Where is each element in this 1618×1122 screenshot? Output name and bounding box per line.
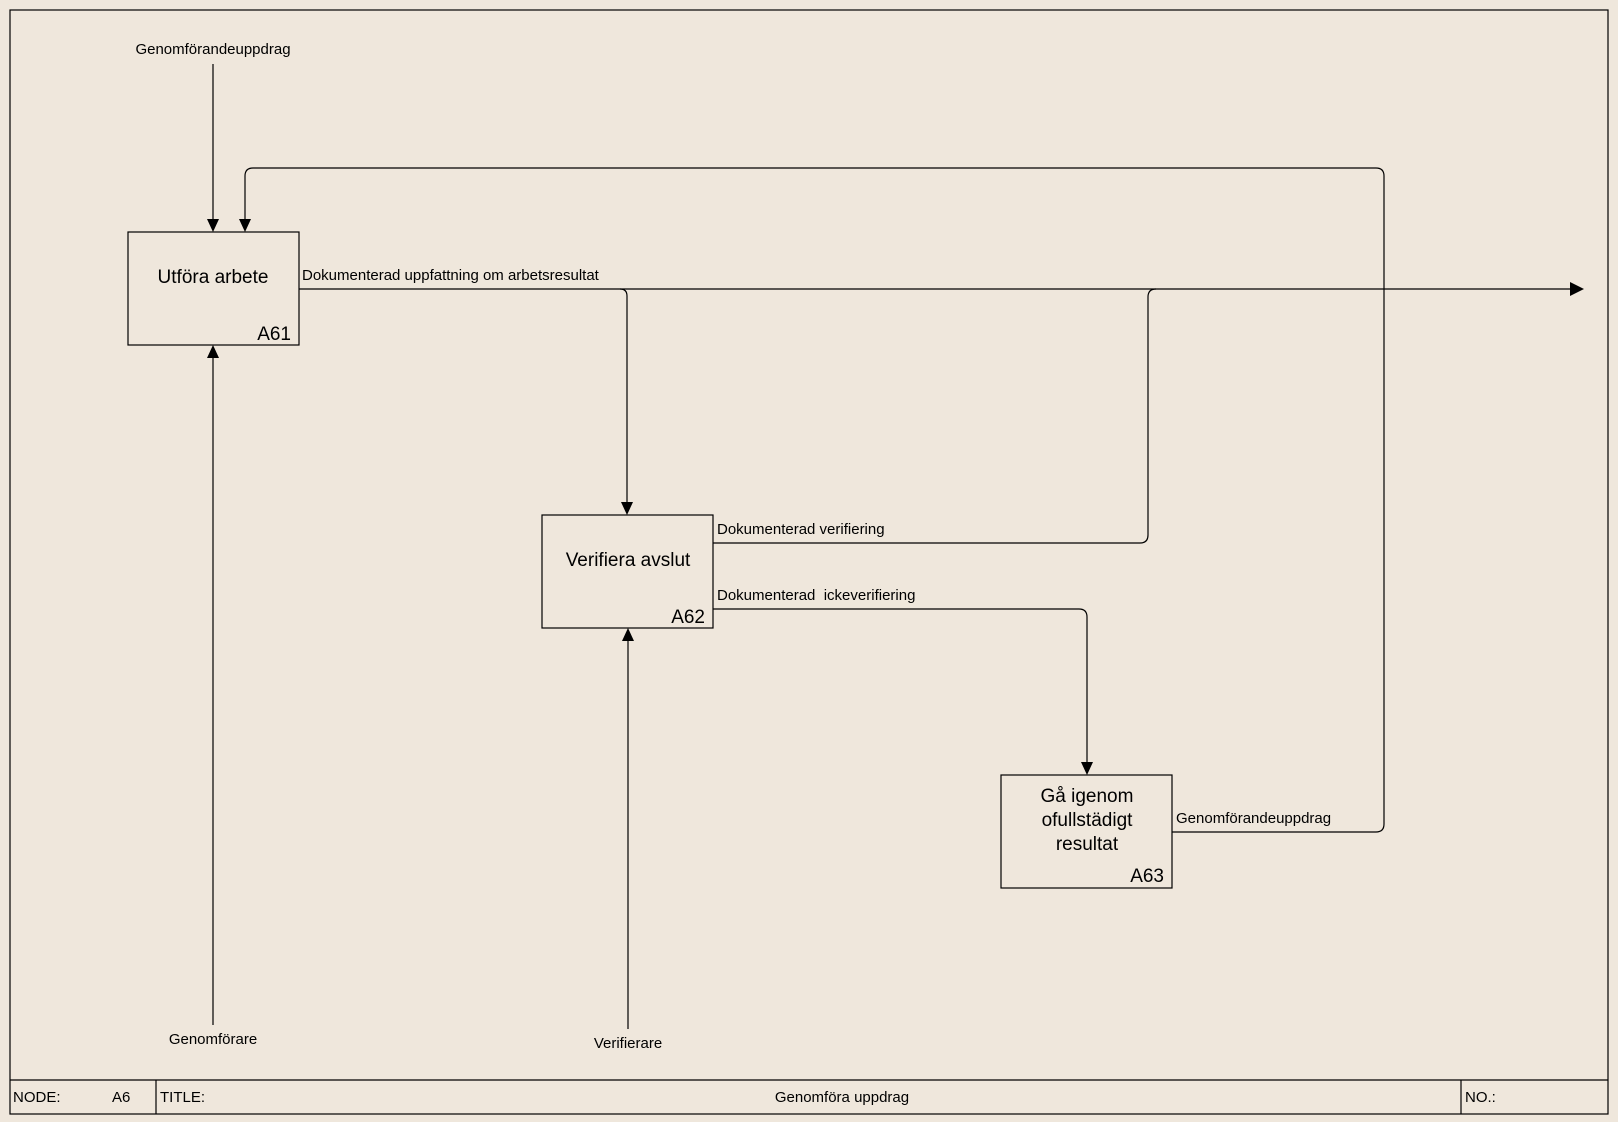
activity-box-a63-node: A63 [1130,866,1164,887]
arrow-output-a61-head [1570,282,1584,296]
arrow-mechanism-verifierare-label: Verifierare [594,1035,662,1052]
activity-box-a62-node: A62 [671,607,705,628]
activity-box-a63-title-line-3: resultat [1056,834,1119,855]
activity-box-a61[interactable]: Utföra arbete A61 [127,231,300,346]
arrow-output-a62-not-verified-label: Dokumenterad ickeverifiering [717,587,915,604]
arrow-mechanism-verifierare-head [622,628,634,641]
arrow-output-a61-branch-head [621,502,633,515]
activity-box-a61-node: A61 [257,324,291,345]
arrow-output-a61-label: Dokumenterad uppfattning om arbetsresult… [302,267,600,284]
arrow-output-a61-branch-to-a62 [619,288,628,502]
arrow-output-a61: Dokumenterad uppfattning om arbetsresult… [299,267,1584,515]
arrow-output-a63-feedback: Genomförandeuppdrag [239,167,1385,833]
arrow-mechanism-genomforare-label: Genomförare [169,1031,257,1048]
arrow-output-a63-feedback-line [244,167,1385,833]
footer-title-value: Genomföra uppdrag [775,1089,909,1106]
arrow-output-a62-verified-label: Dokumenterad verifiering [717,521,885,538]
arrow-output-a62-not-verified-head [1081,762,1093,775]
arrow-control-genomforandeuppdrag-head [207,219,219,232]
arrow-mechanism-verifierare: Verifierare [594,628,662,1052]
arrow-output-a63-label: Genomförandeuppdrag [1176,810,1331,827]
arrow-output-a62-verified: Dokumenterad verifiering [713,288,1157,544]
activity-box-a62-frame [541,514,714,629]
activity-box-a63[interactable]: Gå igenom ofullstädigt resultat A63 [1000,774,1173,889]
activity-box-a63-title-line-2: ofullstädigt [1042,810,1134,831]
arrow-output-a62-verified-line [713,288,1157,544]
footer: NODE: A6 TITLE: Genomföra uppdrag NO.: [13,1080,1496,1114]
arrow-mechanism-genomforare: Genomförare [169,345,257,1048]
activity-box-a63-title-line-1: Gå igenom [1041,786,1134,807]
diagram-frame [9,9,1609,1115]
footer-node-label: NODE: [13,1089,61,1106]
arrow-output-a62-not-verified-line [713,608,1088,762]
activity-box-a62[interactable]: Verifiera avslut A62 [541,514,714,629]
footer-no-label: NO.: [1465,1089,1496,1106]
activity-box-a62-title: Verifiera avslut [566,550,691,571]
activity-box-a61-title: Utföra arbete [158,267,269,288]
footer-title-label: TITLE: [160,1089,205,1106]
footer-node-value: A6 [112,1089,130,1106]
arrow-mechanism-genomforare-head [207,345,219,358]
arrow-control-genomforandeuppdrag: Genomförandeuppdrag [135,41,291,232]
arrow-control-genomforandeuppdrag-label: Genomförandeuppdrag [135,41,290,58]
arrow-output-a62-not-verified: Dokumenterad ickeverifiering [713,587,1093,775]
arrow-output-a63-feedback-head [239,219,251,232]
